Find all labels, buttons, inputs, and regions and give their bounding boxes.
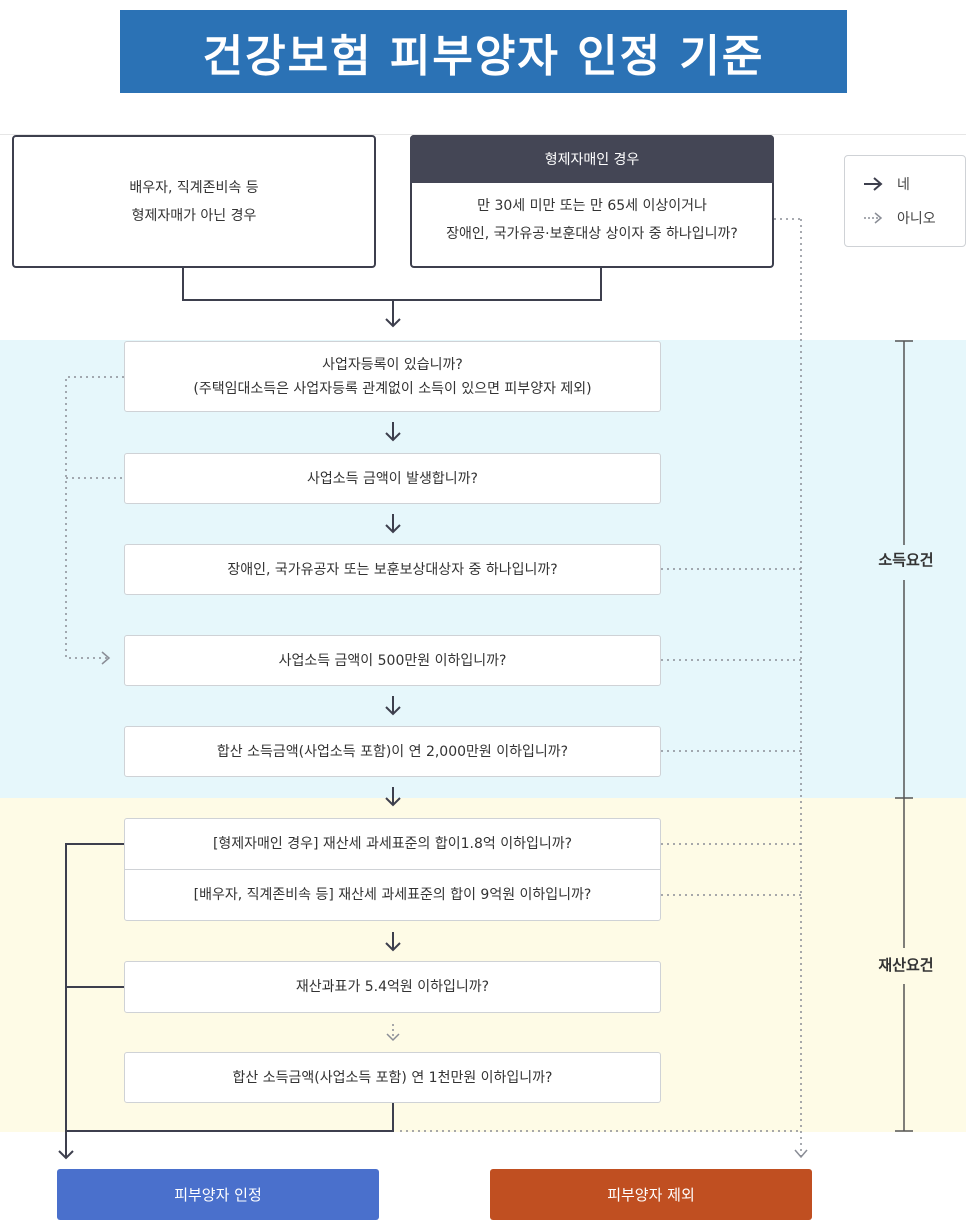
question-business-registration-line2: (주택임대소득은 사업자등록 관계없이 소득이 있으면 피부양자 제외) [193,380,592,397]
solid-arrow-icon [864,177,883,191]
non-sibling-line2: 형제자매가 아닌 경우 [131,207,257,224]
non-sibling-line1: 배우자, 직계존비속 등 [129,179,259,196]
legend-yes: 네 [863,174,910,194]
question-spouse-property: [배우자, 직계존비속 등] 재산세 과세표준의 합이 9억원 이하입니까? [124,869,661,921]
question-sibling-property: [형제자매인 경우] 재산세 과세표준의 합이1.8억 이하입니까? [124,818,661,870]
question-business-registration-line1: 사업자등록이 있습니까? [322,356,463,373]
sibling-line1: 만 30세 미만 또는 만 65세 이상이거나 [477,198,707,214]
question-total-income-20m: 합산 소득금액(사업소득 포함)이 연 2,000만원 이하입니까? [124,726,661,777]
result-excluded: 피부양자 제외 [490,1169,812,1220]
result-approved: 피부양자 인정 [57,1169,379,1220]
question-property-5-4: 재산과표가 5.4억원 이하입니까? [124,961,661,1013]
question-business-registration: 사업자등록이 있습니까? (주택임대소득은 사업자등록 관계없이 소득이 있으면… [124,341,661,412]
legend-no: 아니오 [863,208,936,228]
question-total-income-10m: 합산 소득금액(사업소득 포함) 연 1천만원 이하입니까? [124,1052,661,1103]
question-business-income-5m: 사업소득 금액이 500만원 이하입니까? [124,635,661,686]
divider [0,134,966,135]
dotted-arrow-icon [864,212,883,224]
sibling-line2: 장애인, 국가유공·보훈대상 상이자 중 하나입니까? [446,226,738,242]
non-sibling-box: 배우자, 직계존비속 등 형제자매가 아닌 경우 [12,135,376,268]
income-section-label: 소득요건 [878,551,934,569]
question-business-income-occurs: 사업소득 금액이 발생합니까? [124,453,661,504]
question-disabled-or-veteran: 장애인, 국가유공자 또는 보훈보상대상자 중 하나입니까? [124,544,661,595]
legend: 네 아니오 [844,155,966,247]
legend-no-label: 아니오 [897,211,936,227]
sibling-box-header: 형제자매인 경우 [410,135,774,183]
property-section-label: 재산요건 [878,956,934,974]
page-title: 건강보험 피부양자 인정 기준 [120,10,847,93]
legend-yes-label: 네 [897,177,910,193]
